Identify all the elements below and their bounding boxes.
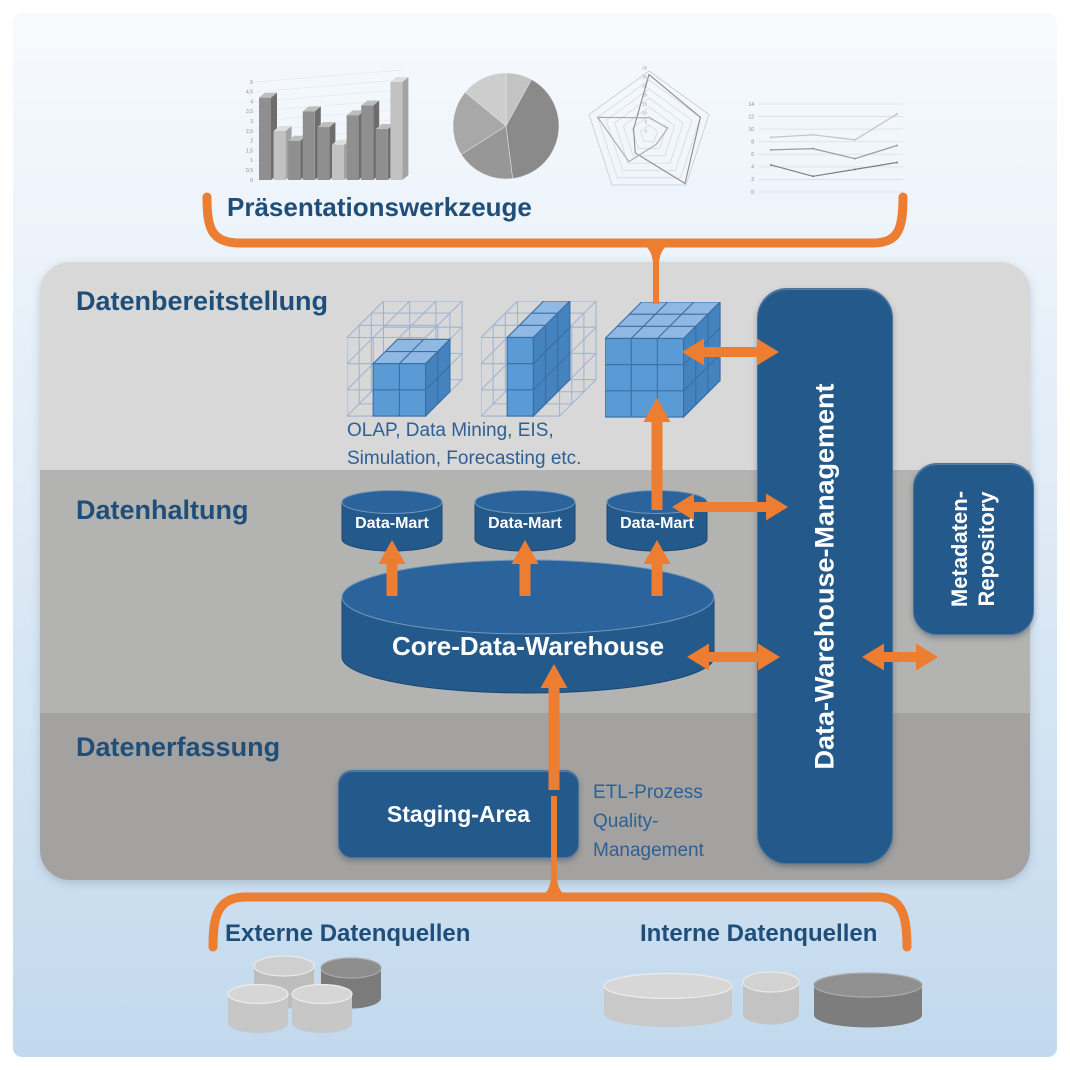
svg-text:25: 25: [642, 84, 647, 89]
metadata-repository-box: Metadaten- Repository: [913, 463, 1034, 635]
layer-title-datenhaltung: Datenhaltung: [76, 495, 249, 525]
data-mart-label: Data-Mart: [355, 515, 429, 532]
svg-text:30: 30: [642, 75, 647, 80]
svg-text:3,5: 3,5: [246, 109, 253, 115]
svg-text:2: 2: [250, 139, 253, 145]
svg-text:2: 2: [751, 177, 754, 183]
svg-text:1,5: 1,5: [246, 148, 253, 154]
svg-text:4: 4: [250, 99, 253, 105]
database-cylinder-icon: [341, 559, 715, 694]
data-warehouse-management-box: Data-Warehouse-Management: [757, 288, 893, 864]
core-data-warehouse-label: Core-Data-Warehouse: [391, 631, 665, 661]
external-sources-label: Externe Datenquellen: [225, 920, 471, 947]
pie-chart-icon: [452, 72, 560, 180]
layer-title-datenbereitstellung: Datenbereitstellung: [76, 286, 329, 316]
etl-note-line1: ETL-Prozess: [593, 782, 703, 803]
olap-note: OLAP, Data Mining, EIS, Simulation, Fore…: [347, 417, 581, 473]
bar-chart-icon: 0 0,5 1 1,5 2 2,5 3 3,5 4 4,5 5: [246, 69, 409, 184]
data-mart-cylinder-2: Data-Mart: [473, 489, 577, 553]
staging-area-box: Staging-Area: [338, 770, 579, 858]
data-mart-label: Data-Mart: [488, 515, 562, 532]
olap-cube-subcube-icon: [347, 301, 463, 417]
data-warehouse-management-label: Data-Warehouse-Management: [809, 382, 840, 770]
data-mart-cylinder-3: Data-Mart: [605, 489, 709, 553]
svg-text:8: 8: [751, 140, 754, 146]
external-source-cylinder-icon: [227, 984, 289, 1033]
external-source-cylinder-icon: [291, 984, 353, 1033]
svg-text:3: 3: [250, 119, 253, 125]
olap-note-line1: OLAP, Data Mining, EIS,: [347, 420, 554, 441]
svg-text:20: 20: [642, 93, 647, 98]
olap-cube-full-icon: [605, 302, 721, 418]
svg-text:0: 0: [751, 190, 754, 196]
svg-text:2,5: 2,5: [246, 129, 253, 135]
metadata-repository-label-line1: Metadaten-: [947, 490, 973, 608]
svg-text:5: 5: [645, 120, 648, 125]
database-cylinder-icon: [341, 490, 443, 552]
svg-text:0: 0: [250, 178, 253, 184]
svg-text:0: 0: [645, 129, 648, 134]
svg-text:4,5: 4,5: [246, 90, 253, 96]
internal-source-cylinder-icon: [742, 971, 800, 1025]
presentation-tools-title: Präsentationswerkzeuge: [227, 192, 532, 222]
svg-text:14: 14: [748, 102, 754, 108]
svg-text:0,5: 0,5: [246, 168, 253, 174]
svg-text:6: 6: [751, 152, 754, 158]
core-data-warehouse-cylinder: Core-Data-Warehouse: [340, 557, 716, 697]
data-mart-label: Data-Mart: [620, 515, 694, 532]
etl-note: ETL-Prozess Quality- Management: [593, 778, 704, 865]
etl-note-line3: Management: [593, 840, 704, 861]
line-chart-icon: 0 2 4 6 8 10 12 14: [748, 102, 903, 196]
staging-area-label: Staging-Area: [386, 800, 531, 827]
metadata-repository-label-line2: Repository: [974, 491, 1000, 607]
etl-note-line2: Quality-: [593, 811, 659, 832]
svg-text:35: 35: [642, 66, 647, 71]
svg-text:4: 4: [751, 165, 754, 171]
svg-text:5: 5: [250, 80, 253, 86]
svg-text:10: 10: [642, 111, 647, 116]
radar-chart-icon: 35 30 25 20 15 10 5 0: [588, 66, 710, 186]
internal-source-cylinder-icon: [603, 972, 733, 1027]
data-mart-cylinder-1: Data-Mart: [340, 489, 444, 553]
internal-sources-label: Interne Datenquellen: [640, 920, 878, 947]
internal-source-cylinder-icon: [813, 972, 923, 1028]
olap-note-line2: Simulation, Forecasting etc.: [347, 448, 582, 469]
olap-cube-slice-icon: [481, 301, 597, 417]
svg-text:12: 12: [748, 114, 754, 120]
layer-title-datenerfassung: Datenerfassung: [76, 732, 281, 762]
metadata-repository-label: Metadaten- Repository: [947, 491, 1001, 607]
svg-text:10: 10: [748, 127, 754, 133]
svg-text:15: 15: [642, 102, 647, 107]
svg-text:1: 1: [250, 158, 253, 164]
database-cylinder-icon: [474, 490, 576, 552]
